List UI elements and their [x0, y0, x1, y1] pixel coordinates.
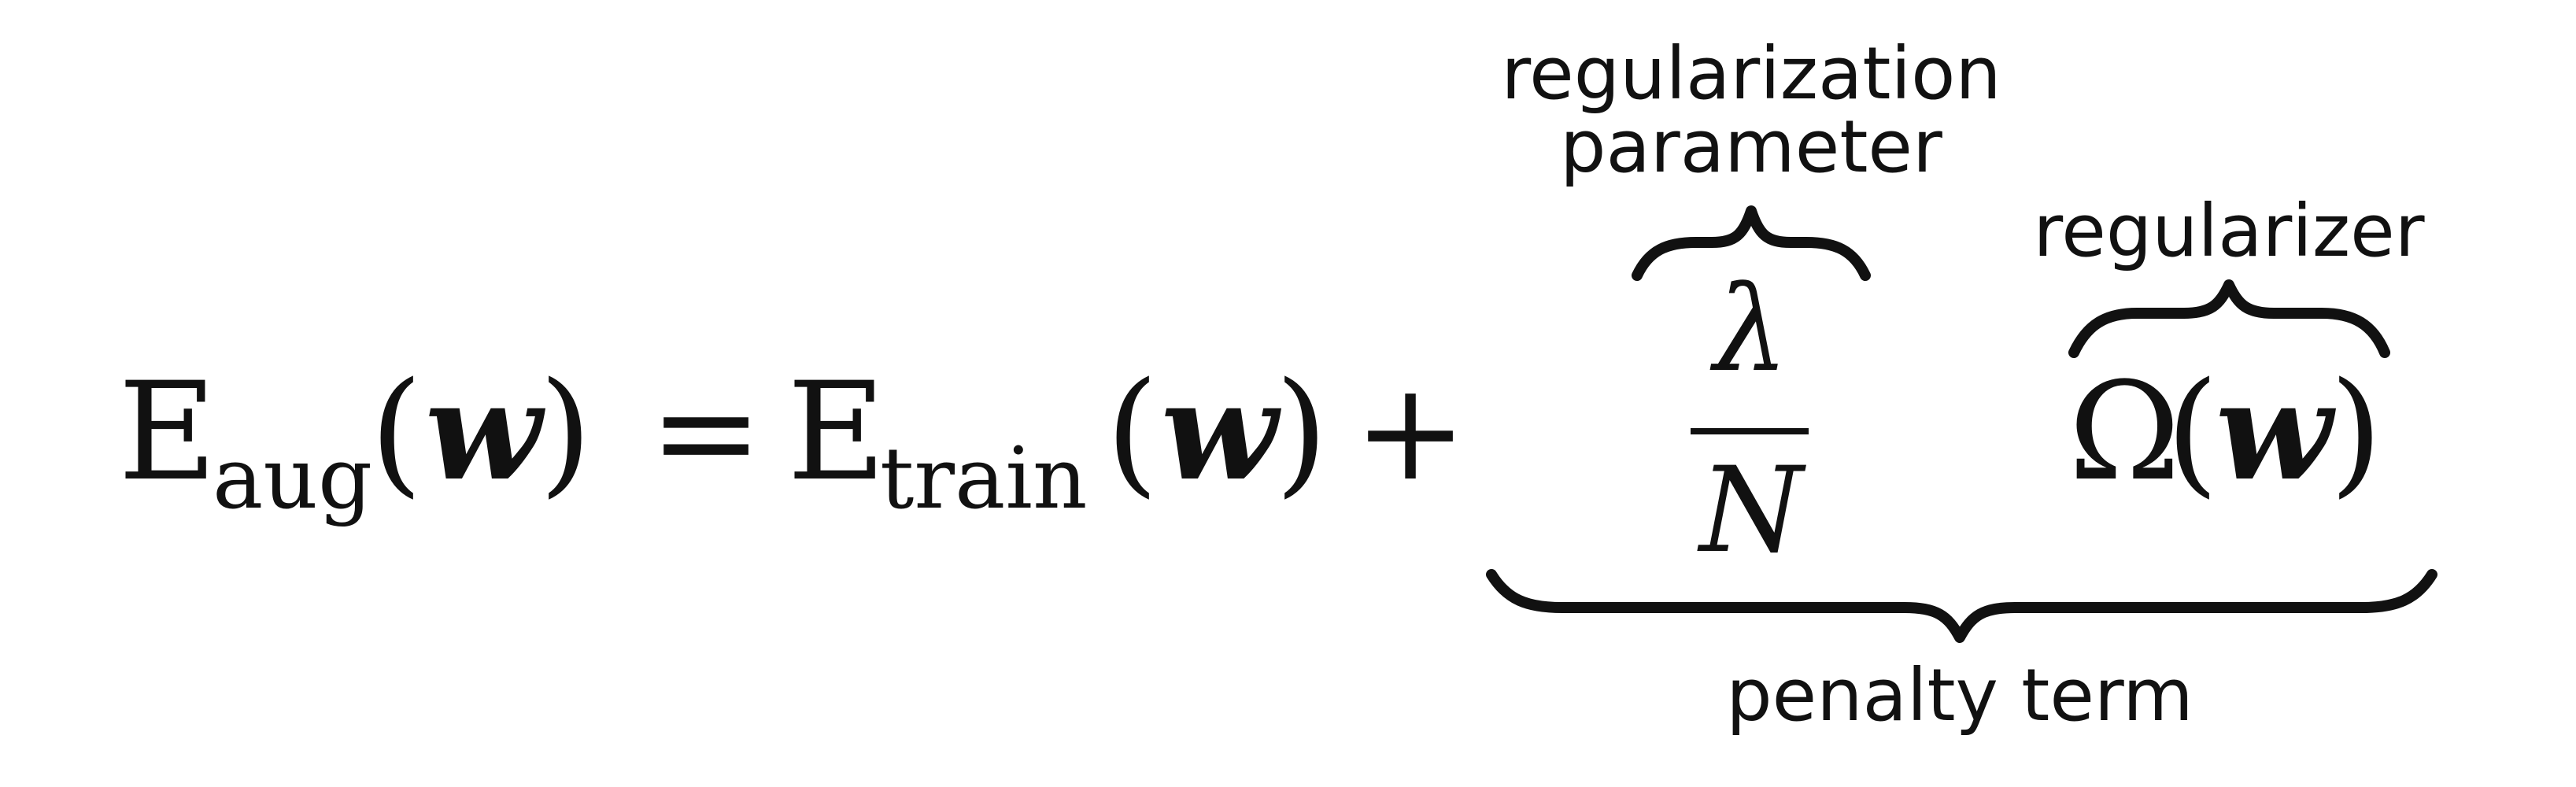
- omega-symbol: Ω: [2068, 353, 2181, 511]
- equals-sign: =: [649, 353, 763, 511]
- lhs-subscript: aug: [213, 430, 372, 528]
- omega-open-paren: (: [2166, 353, 2219, 511]
- fraction-numerator: λ: [1709, 261, 1788, 398]
- lhs-open-paren: (: [370, 353, 423, 511]
- label-regularizer: regularizer: [2033, 189, 2424, 273]
- overbrace-parameter-icon: [1632, 205, 1871, 281]
- rhs-open-paren: (: [1106, 353, 1159, 511]
- fraction-denominator: N: [1697, 442, 1806, 579]
- lhs-symbol: E: [118, 353, 217, 511]
- label-regularization: regularization: [1501, 31, 2001, 116]
- fraction: λ N: [1691, 261, 1809, 579]
- label-parameter: parameter: [1560, 105, 1942, 189]
- omega-close-paren: ): [2330, 353, 2382, 511]
- lhs-argument: w: [425, 351, 546, 511]
- lhs-term: E aug ( w ): [118, 351, 592, 528]
- rhs-close-paren: ): [1275, 353, 1328, 511]
- lhs-close-paren: ): [539, 353, 592, 511]
- plus-sign: +: [1354, 353, 1467, 511]
- omega-argument: w: [2216, 351, 2337, 511]
- rhs-train-term: E train ( w ): [787, 351, 1328, 528]
- rhs-argument: w: [1161, 351, 1282, 511]
- overbrace-regularizer-icon: [2068, 279, 2390, 358]
- regularizer-term: Ω ( w ): [2068, 351, 2382, 511]
- rhs-subscript: train: [880, 430, 1088, 528]
- rhs-symbol: E: [787, 353, 886, 511]
- fraction-bar: [1691, 428, 1809, 434]
- label-penalty-term: penalty term: [1726, 653, 2193, 737]
- underbrace-penalty-icon: [1486, 569, 2437, 643]
